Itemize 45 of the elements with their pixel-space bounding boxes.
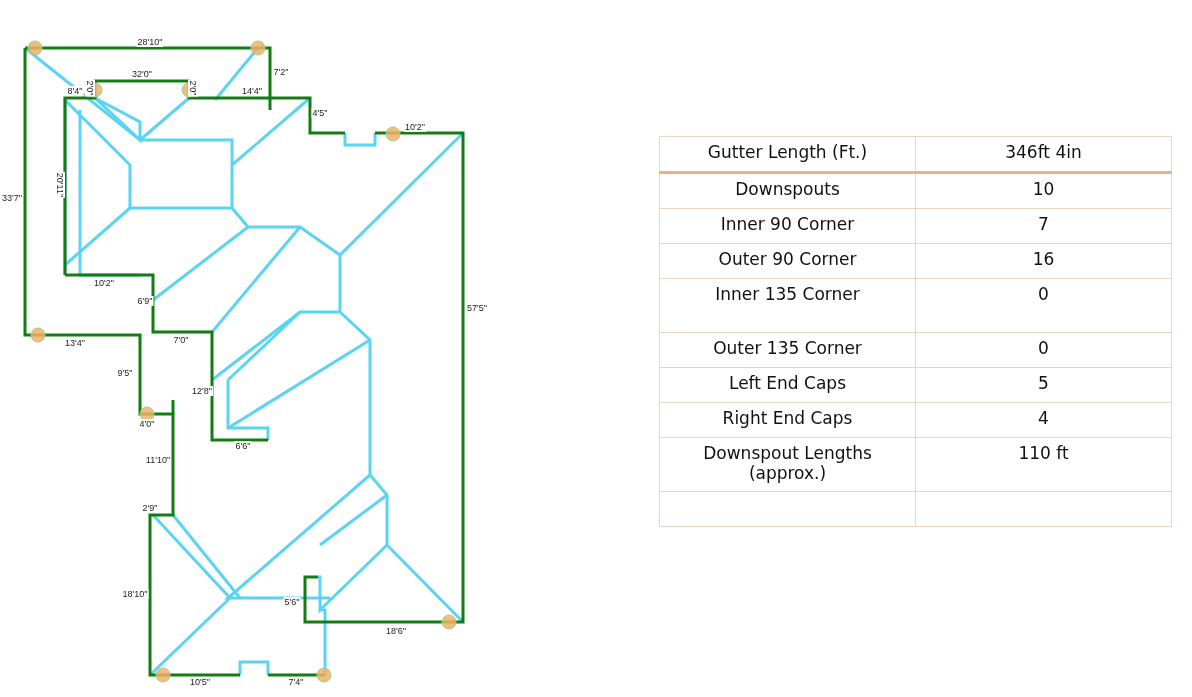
table-cell: 0 (915, 332, 1172, 368)
table-cell: Inner 90 Corner (659, 208, 916, 244)
dimension-label: 7'4" (287, 677, 305, 687)
dimension-label: 6'6" (234, 441, 252, 451)
table-cell: Right End Caps (659, 402, 916, 438)
dimension-label: 6'9" (136, 296, 154, 306)
table-cell: 10 (915, 172, 1172, 209)
table-cell: 16 (915, 243, 1172, 279)
table-cell: Left End Caps (659, 367, 916, 403)
table-cell: Outer 135 Corner (659, 332, 916, 368)
dimension-label: 33'7" (1, 193, 23, 203)
dimension-label: 18'10" (121, 589, 149, 599)
dimension-label: 4'5" (311, 108, 329, 118)
dimension-label: 10'2" (404, 122, 426, 132)
dimension-label: 2'0" (188, 79, 198, 97)
dimension-label: 14'4" (241, 86, 263, 96)
dimension-label: 7'0" (172, 335, 190, 345)
table-cell: Inner 135 Corner (659, 278, 916, 333)
dimension-label: 18'6" (385, 626, 407, 636)
dimension-label: 11'10" (144, 455, 172, 465)
dimension-label: 57'5" (466, 303, 488, 313)
dimension-label: 20'11" (55, 171, 65, 199)
column-header: Gutter Length (Ft.) (659, 136, 916, 173)
dimension-label: 4'0" (138, 419, 156, 429)
table-cell: Downspout Lengths (approx.) (659, 437, 916, 492)
column-header: 346ft 4in (915, 136, 1172, 173)
table-cell: Downspouts (659, 172, 916, 209)
dimension-label: 28'10" (136, 37, 164, 47)
dimension-label: 9'5" (116, 368, 134, 378)
dimension-label: 8'4" (66, 86, 84, 96)
table-cell: 110 ft (915, 437, 1172, 492)
dimension-label: 2'0" (85, 79, 95, 97)
table-cell: 7 (915, 208, 1172, 244)
table-cell: 4 (915, 402, 1172, 438)
dimension-label: 13'4" (64, 338, 86, 348)
dimension-label: 7'2" (272, 67, 290, 77)
table-cell: 0 (915, 278, 1172, 333)
dimension-label: 12'8" (191, 386, 213, 396)
table-cell: 5 (915, 367, 1172, 403)
dimension-label: 10'2" (93, 278, 115, 288)
dimension-label: 2'9" (141, 503, 159, 513)
dimension-label: 10'5" (189, 677, 211, 687)
dimension-label: 5'6" (283, 597, 301, 607)
dimension-label: 32'0" (131, 69, 153, 79)
table-cell: Outer 90 Corner (659, 243, 916, 279)
